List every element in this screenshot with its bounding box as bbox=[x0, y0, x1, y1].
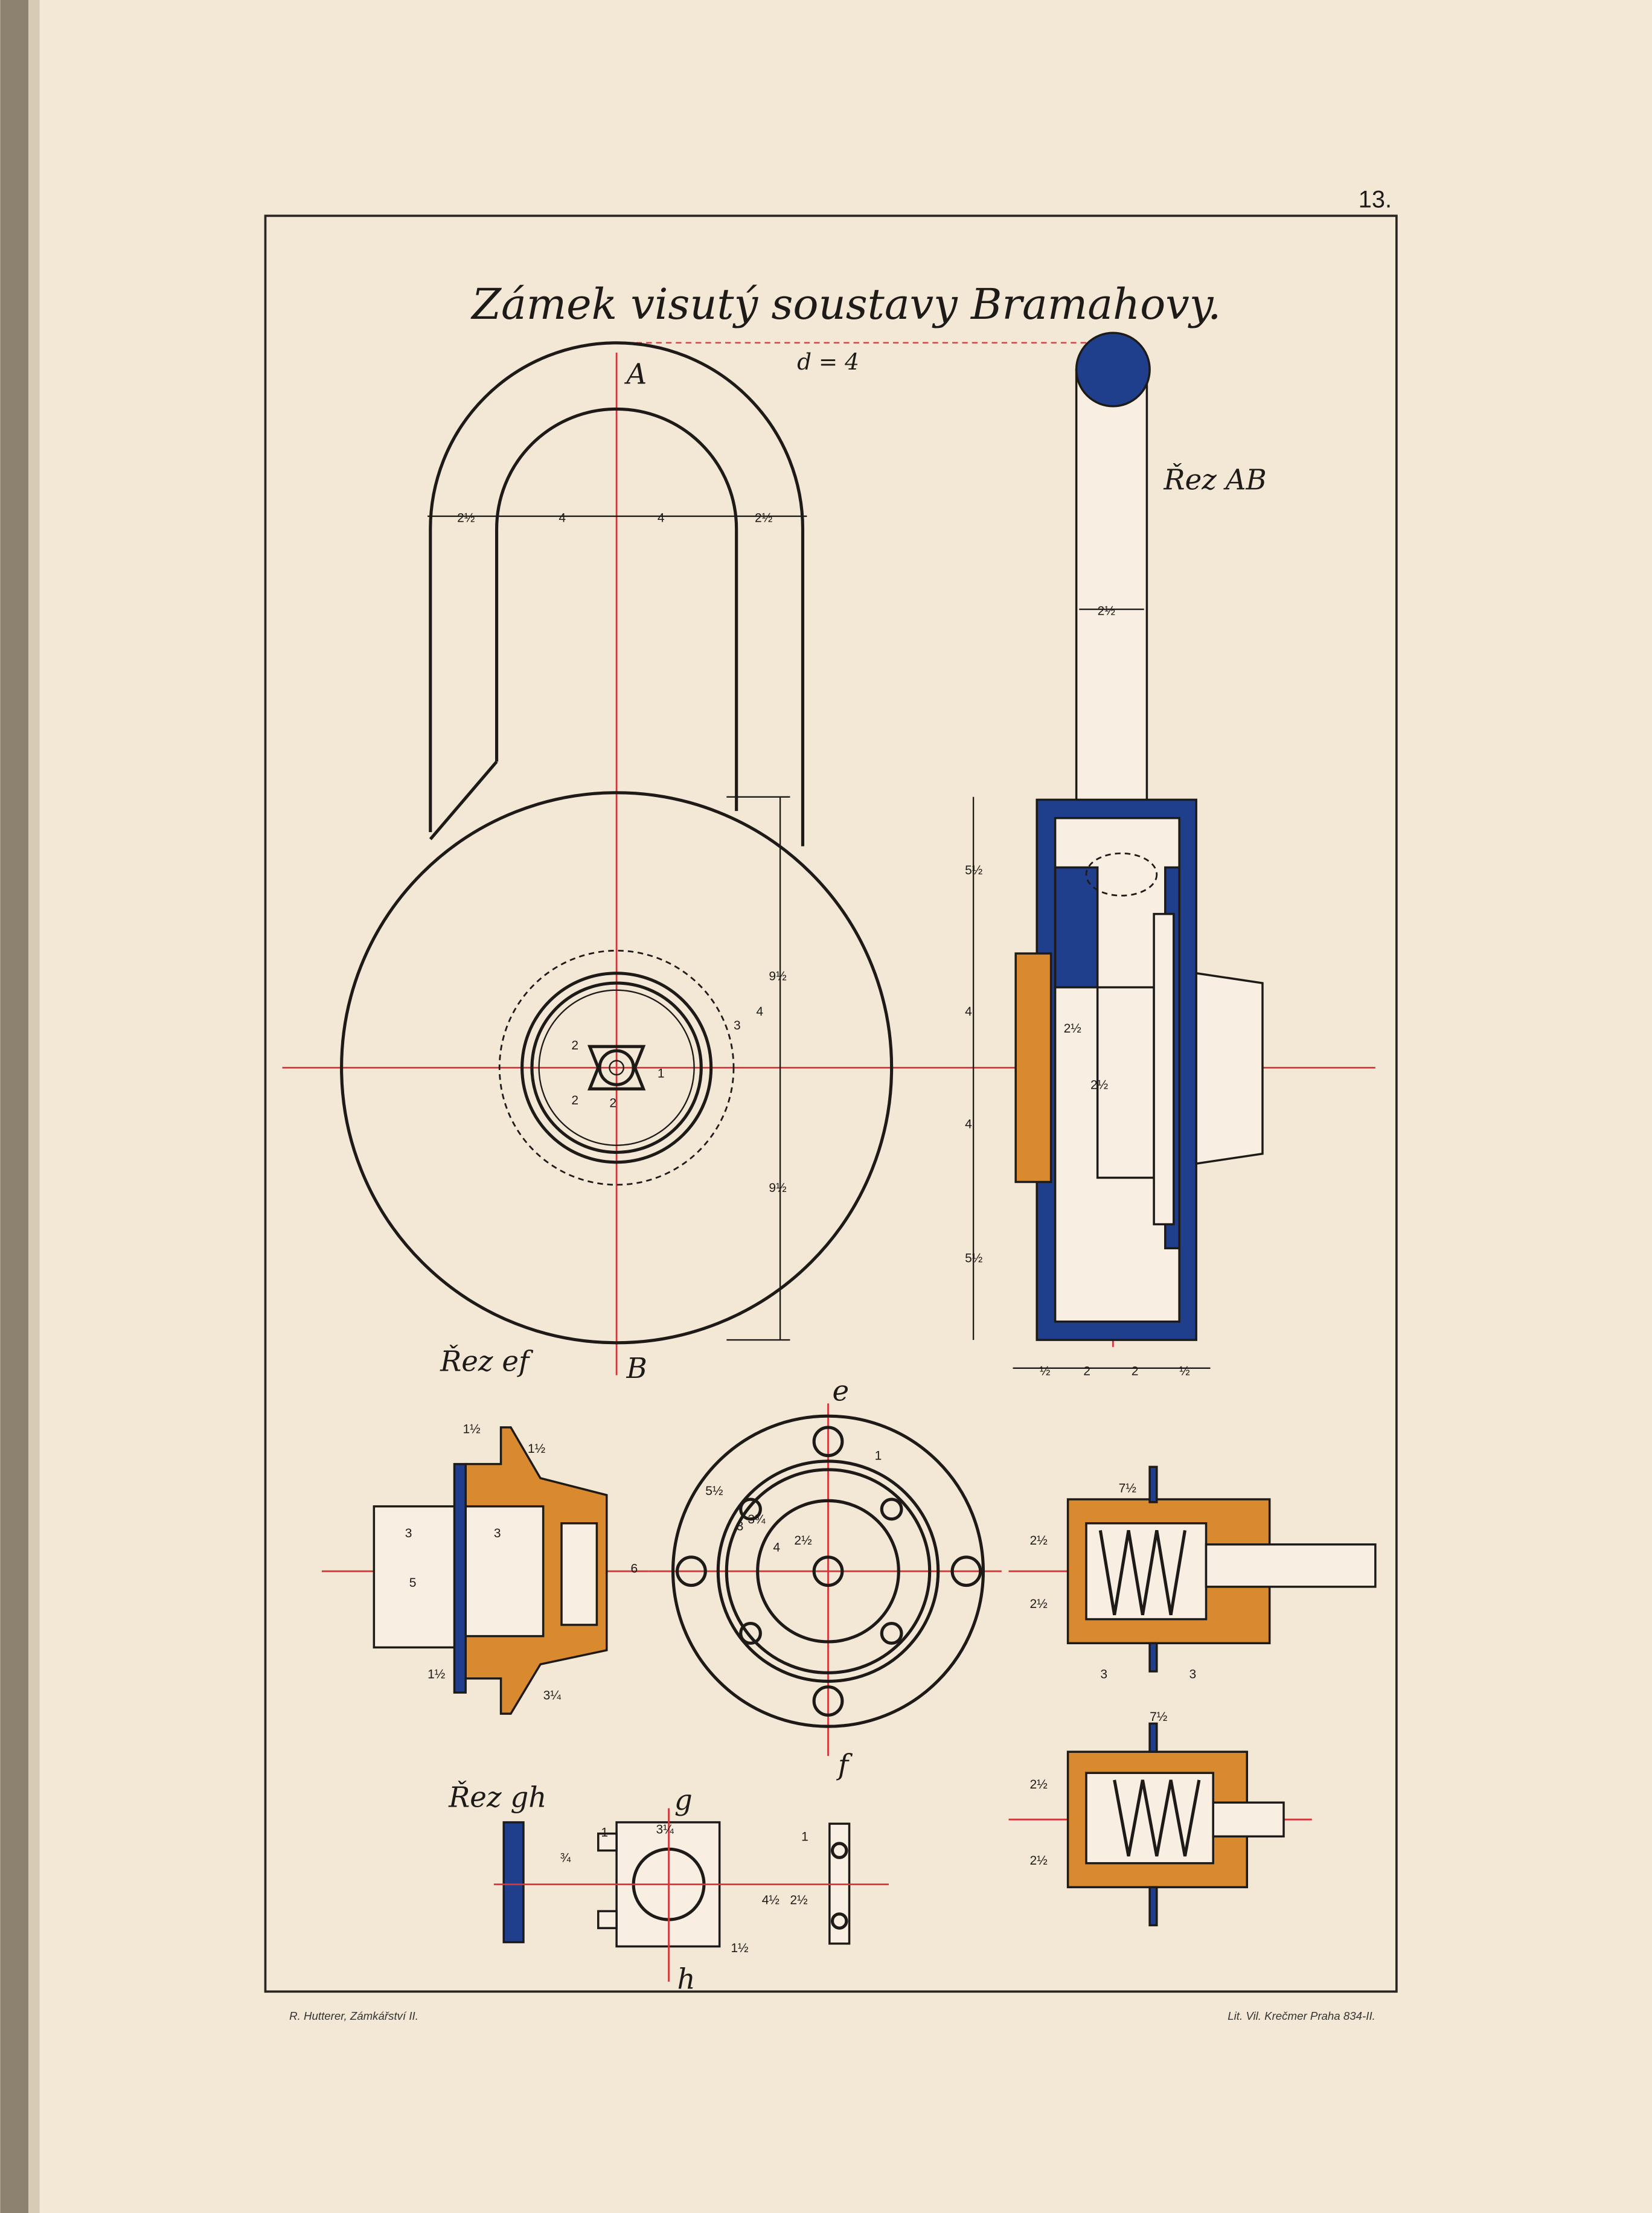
dimension-label: ½ bbox=[1040, 1364, 1051, 1378]
dimension-label: 9½ bbox=[769, 1181, 786, 1195]
point-a-label: A bbox=[624, 358, 647, 391]
dimension-label: 3 bbox=[737, 1519, 744, 1533]
drawing-frame bbox=[264, 214, 1398, 1993]
dimension-label: 6 bbox=[630, 1562, 638, 1576]
dimension-label: 2½ bbox=[1030, 1597, 1048, 1611]
dimension-label: 3 bbox=[494, 1526, 501, 1540]
front-view bbox=[340, 341, 894, 1345]
dimension-label: 9½ bbox=[769, 969, 786, 983]
dimension-label: 2½ bbox=[1030, 1778, 1048, 1792]
dimension-label: 2½ bbox=[1064, 1022, 1081, 1036]
section-ef-view bbox=[321, 1426, 649, 1715]
dimension-label: 2 bbox=[571, 1094, 578, 1107]
dimension-label: 2½ bbox=[1030, 1854, 1048, 1868]
dimension-label: 5 bbox=[409, 1576, 417, 1590]
dimension-label: 1½ bbox=[427, 1668, 445, 1682]
dimension-label: 4 bbox=[773, 1540, 780, 1554]
dimension-label: 2½ bbox=[1090, 1078, 1108, 1092]
dimension-label: 3 bbox=[734, 1019, 741, 1033]
dimension-label: 2½ bbox=[457, 511, 475, 525]
dimension-label: 2½ bbox=[755, 511, 772, 525]
flange-view bbox=[648, 1403, 1002, 1757]
dimension-label: 5½ bbox=[965, 1252, 982, 1266]
dimension-label: 2½ bbox=[1030, 1534, 1048, 1548]
dimension-label: 1 bbox=[658, 1067, 665, 1081]
point-g-label: g bbox=[674, 1784, 693, 1817]
dimension-label: 1½ bbox=[731, 1941, 748, 1955]
dimension-label: 3¾ bbox=[748, 1513, 766, 1526]
page-number: 13. bbox=[1359, 186, 1392, 213]
dimension-labels: 2½ 4 4 2½ 2½ 5½ 4 4 5½ 9½ 9½ 4 3 2 2 2 1… bbox=[405, 511, 1196, 1955]
section-ab-label: Řez AB bbox=[1163, 463, 1266, 497]
point-f-label: f bbox=[836, 1749, 853, 1782]
dimension-label: 4 bbox=[965, 1005, 972, 1019]
spring-section-lower bbox=[1008, 1722, 1312, 1927]
dimension-label: 7½ bbox=[1150, 1710, 1167, 1724]
dimension-label: 4½ bbox=[762, 1893, 780, 1907]
dimension-label: 3 bbox=[1189, 1668, 1196, 1682]
point-b-label: B bbox=[626, 1353, 647, 1385]
dimension-label: 2 bbox=[1132, 1364, 1139, 1378]
dimension-label: 4 bbox=[965, 1118, 972, 1132]
section-gh-view bbox=[493, 1808, 889, 1982]
dimension-label: 2 bbox=[609, 1097, 616, 1110]
dimension-label: 2½ bbox=[790, 1893, 807, 1907]
footer-author: R. Hutterer, Zámkářství II. bbox=[289, 2010, 418, 2022]
dimension-label: 4 bbox=[559, 511, 566, 525]
dimension-label: ½ bbox=[1179, 1364, 1190, 1378]
dimension-label: 3¼ bbox=[656, 1823, 674, 1837]
dimension-label: 2 bbox=[571, 1039, 578, 1052]
dimension-label: 2 bbox=[1083, 1364, 1090, 1378]
dimension-label: 7½ bbox=[1119, 1481, 1136, 1495]
dimension-label: 3 bbox=[405, 1526, 412, 1540]
dimension-label: 4 bbox=[756, 1005, 763, 1019]
dimension-label: 3 bbox=[1100, 1668, 1107, 1682]
dimension-label: 1 bbox=[801, 1830, 808, 1843]
scale-note: d = 4 bbox=[797, 348, 859, 375]
footer-printer: Lit. Vil. Krečmer Praha 834-II. bbox=[1228, 2010, 1375, 2022]
drawing-title: Zámek visutý soustavy Bramahovy. bbox=[470, 280, 1221, 329]
section-gh-label: Řez gh bbox=[448, 1780, 546, 1814]
dimension-label: 4 bbox=[658, 511, 665, 525]
point-e-label: e bbox=[833, 1376, 850, 1408]
spring-section-upper bbox=[1008, 1465, 1377, 1673]
dimension-label: 2½ bbox=[1098, 604, 1115, 618]
dimension-label: 1 bbox=[875, 1449, 882, 1463]
book-binding-edge bbox=[0, 0, 29, 2213]
section-ab-view bbox=[972, 331, 1264, 1369]
dimension-label: 1½ bbox=[463, 1422, 481, 1436]
dimension-label: 5½ bbox=[705, 1484, 723, 1498]
dimension-label: 3¼ bbox=[543, 1689, 562, 1703]
section-ef-label: Řez ef bbox=[440, 1344, 534, 1378]
dimension-label: 5½ bbox=[965, 863, 982, 877]
shackle-end-blue bbox=[1075, 331, 1151, 408]
dimension-label: 1½ bbox=[528, 1442, 545, 1456]
dimension-label: 1 bbox=[601, 1825, 608, 1839]
dimension-label: 2½ bbox=[794, 1534, 812, 1548]
dimension-label: ¾ bbox=[560, 1851, 571, 1865]
point-h-label: h bbox=[677, 1964, 696, 1996]
